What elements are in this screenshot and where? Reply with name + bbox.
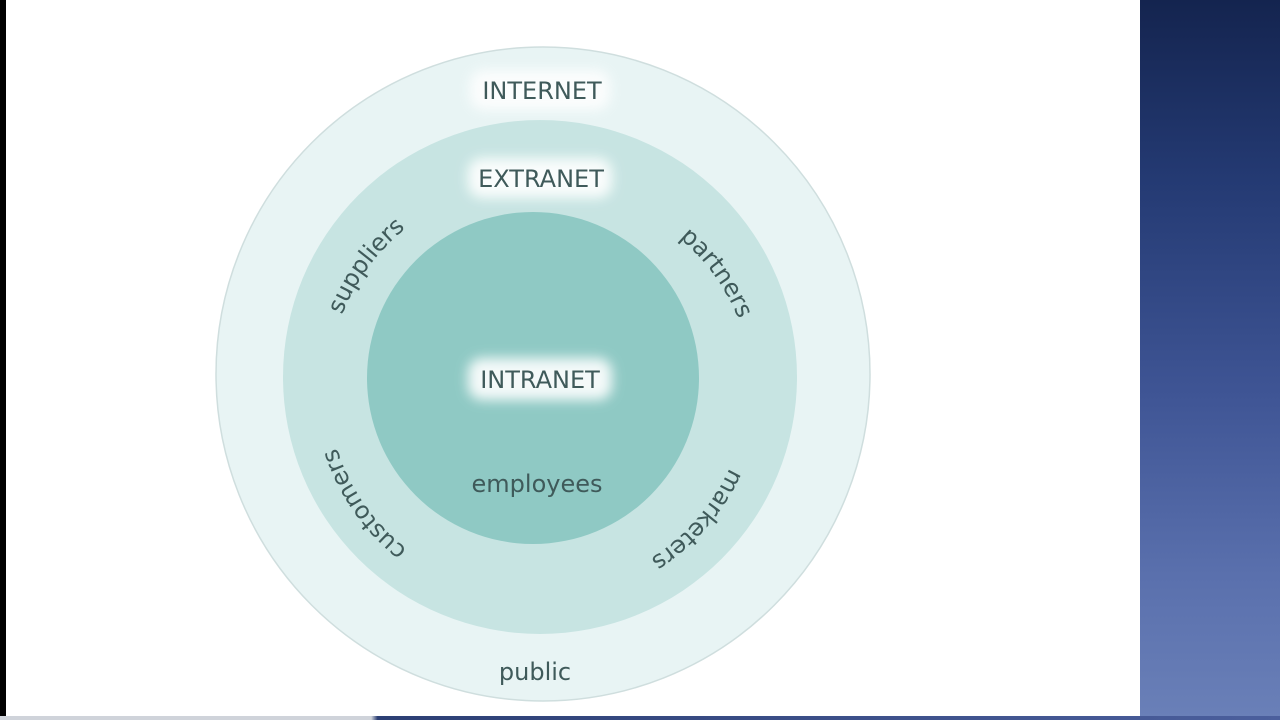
left-edge <box>0 0 6 716</box>
internet-title-glow <box>470 70 610 110</box>
intranet-title: INTRANET <box>480 366 600 394</box>
extranet-title-glow <box>468 158 612 198</box>
bottom-strip <box>0 716 1280 720</box>
extranet-title: EXTRANET <box>478 165 604 193</box>
decorative-side-band <box>1140 0 1280 720</box>
intranet-title-glow <box>468 358 612 400</box>
internet-title: INTERNET <box>482 77 602 105</box>
employees-label: employees <box>472 470 603 498</box>
public-label: public <box>499 658 571 686</box>
